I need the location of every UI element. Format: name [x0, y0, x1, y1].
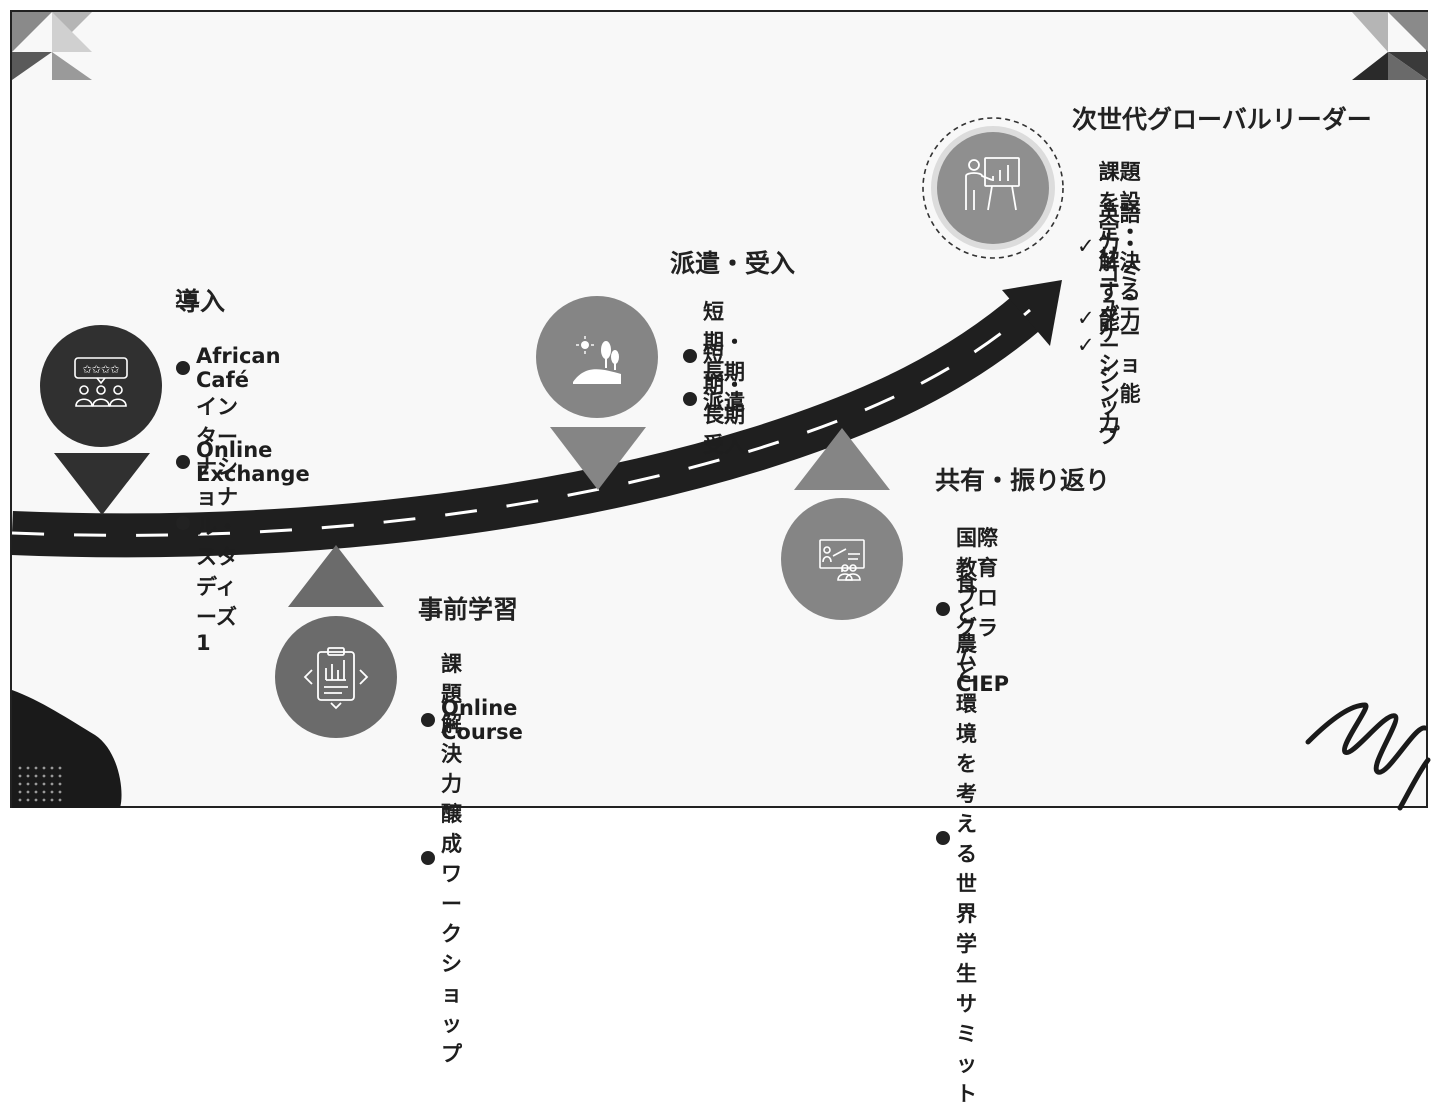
list-item: 食と農と環境を考える世界学生サミット — [936, 568, 977, 1108]
diagram-art: ✩✩✩✩ — [11, 12, 1431, 811]
slide-frame — [10, 10, 1428, 808]
bullet-dot — [176, 455, 190, 469]
heading-prestudy: 事前学習 — [418, 595, 519, 624]
bullet-dot — [421, 713, 435, 727]
corner-blob-bottom-left — [12, 690, 122, 808]
pointer-prestudy — [288, 545, 384, 607]
pointer-intro — [54, 453, 150, 515]
list-item: 国際教育プログラムCIEP — [936, 522, 1009, 696]
heading-reflection: 共有・振り返り — [935, 466, 1111, 495]
heading-goal: 次世代グローバルリーダー — [1072, 105, 1372, 134]
check-icon: ✓ — [1077, 306, 1095, 330]
road-arrow-head — [1002, 280, 1062, 346]
road-path — [11, 280, 1062, 558]
svg-text:✩✩✩✩: ✩✩✩✩ — [83, 363, 120, 376]
list-item: インターナショナル・スタディーズ1 — [176, 391, 238, 655]
presentation-audience-icon — [819, 539, 865, 581]
bullet-dot — [936, 602, 950, 616]
check-icon: ✓ — [1077, 234, 1095, 258]
list-item: 短期・長期派遣 — [683, 296, 745, 416]
list-item: 短期・長期受入 — [683, 339, 745, 459]
circle-prestudy — [275, 616, 397, 738]
rating-group-icon: ✩✩✩✩ — [74, 357, 128, 407]
pointer-reflection — [794, 428, 890, 490]
scribble-decoration — [1305, 702, 1431, 811]
pointer-exchange — [550, 427, 646, 490]
heading-exchange: 派遣・受入 — [670, 249, 796, 278]
report-chart-icon — [303, 647, 369, 710]
corner-triangles-top-left — [12, 12, 92, 80]
list-item: Online Exchange — [176, 438, 310, 486]
bullet-dot — [683, 349, 697, 363]
presenter-icon — [965, 157, 1020, 211]
bullet-dot — [936, 831, 950, 845]
list-item: Online Course — [421, 696, 523, 744]
slide: ✩✩✩✩ — [10, 10, 1431, 1106]
list-item: ✓リーダーシップ — [1077, 244, 1120, 448]
bullet-dot — [176, 361, 190, 375]
list-item: African Café — [176, 344, 281, 392]
check-icon: ✓ — [1077, 333, 1095, 357]
list-item: ✓課題を設定・解決する能力 — [1077, 160, 1141, 334]
circle-exchange — [536, 296, 658, 418]
bullet-dot — [421, 851, 435, 865]
circle-reflection — [781, 498, 903, 620]
landscape-icon — [573, 336, 621, 384]
heading-intro: 導入 — [175, 287, 226, 316]
bullet-dot — [176, 516, 190, 530]
bullet-dot — [683, 392, 697, 406]
goal-circle-group — [922, 117, 1064, 259]
corner-triangles-top-right — [1352, 12, 1428, 80]
list-item: ✓英語力・コミュニケーション能力 — [1077, 202, 1141, 436]
